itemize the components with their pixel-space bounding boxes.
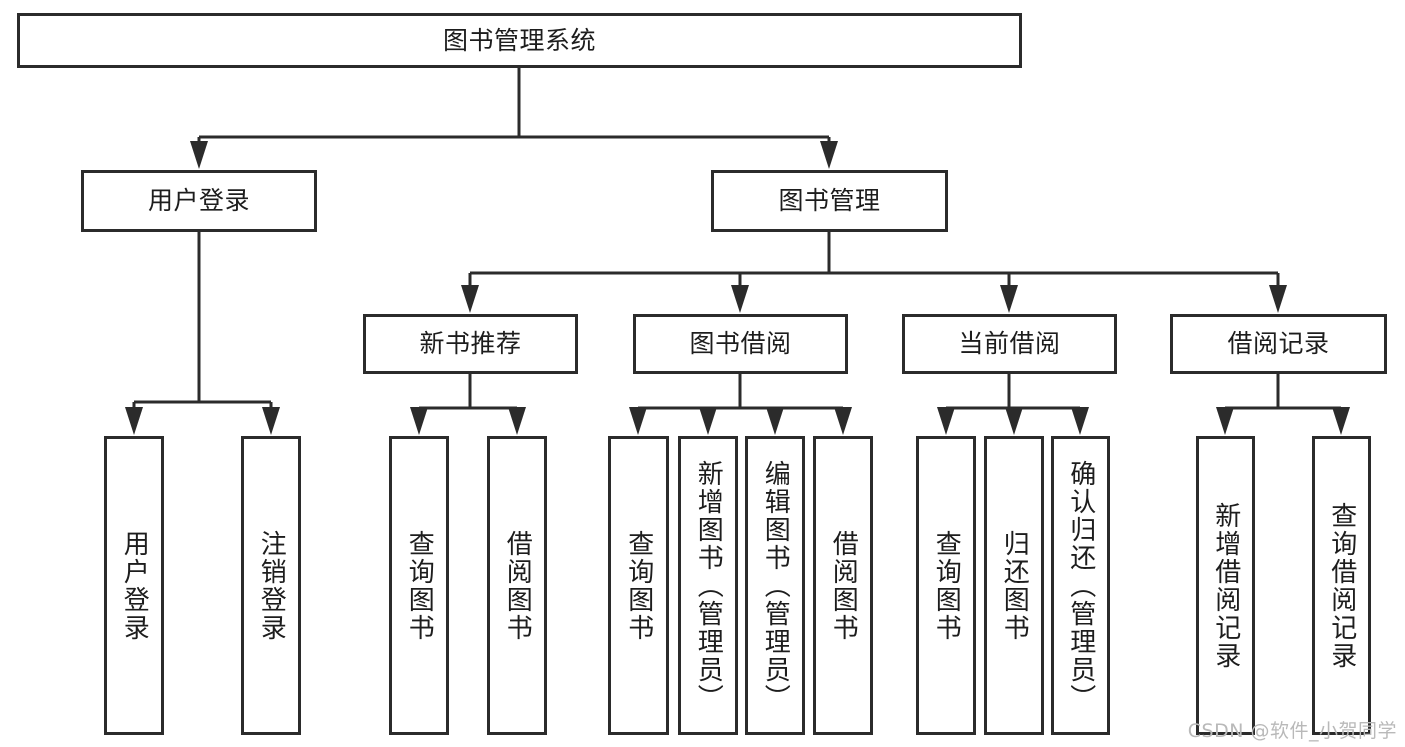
leaf-node: 编辑图书（管理员） <box>745 436 805 735</box>
arrowhead-icon <box>1071 407 1089 435</box>
arrowhead-icon <box>629 407 647 435</box>
arrowhead-icon <box>1005 407 1023 435</box>
node-label: 新增借阅记录 <box>1210 501 1241 670</box>
arrowhead-icon <box>1216 407 1234 435</box>
arrowhead-icon <box>937 407 955 435</box>
leaf-node: 归还图书 <box>984 436 1044 735</box>
root-node: 图书管理系统 <box>17 13 1022 68</box>
watermark-text: CSDN @软件_小贺同学 <box>1187 720 1397 742</box>
leaf-node: 新增借阅记录 <box>1196 436 1255 735</box>
leaf-node: 用户登录 <box>104 436 164 735</box>
node-label: 查询图书 <box>404 529 435 642</box>
arrowhead-icon <box>820 141 838 169</box>
leaf-node: 确认归还（管理员） <box>1051 436 1110 735</box>
level3-node: 图书借阅 <box>633 314 848 374</box>
arrowhead-icon <box>766 407 784 435</box>
arrowhead-icon <box>731 285 749 313</box>
node-label: 注销登录 <box>256 529 287 642</box>
node-label: 借阅图书 <box>828 529 859 642</box>
node-label: 归还图书 <box>999 529 1030 642</box>
node-label: 查询图书 <box>623 529 654 642</box>
arrowhead-icon <box>1332 407 1350 435</box>
node-label: 查询借阅记录 <box>1326 501 1357 670</box>
node-label: 编辑图书（管理员） <box>760 459 791 712</box>
leaf-node: 借阅图书 <box>813 436 873 735</box>
arrowhead-icon <box>410 407 428 435</box>
leaf-node: 查询图书 <box>389 436 449 735</box>
leaf-node: 借阅图书 <box>487 436 547 735</box>
node-label: 用户登录 <box>119 529 150 642</box>
level2-node: 用户登录 <box>81 170 317 232</box>
node-label: 新增图书（管理员） <box>693 459 724 712</box>
node-label: 借阅图书 <box>502 529 533 642</box>
level2-node: 图书管理 <box>711 170 948 232</box>
level3-node: 借阅记录 <box>1170 314 1387 374</box>
arrowhead-icon <box>834 407 852 435</box>
level3-node: 新书推荐 <box>363 314 578 374</box>
arrowhead-icon <box>262 407 280 435</box>
leaf-node: 注销登录 <box>241 436 301 735</box>
node-label: 查询图书 <box>931 529 962 642</box>
arrowhead-icon <box>125 407 143 435</box>
leaf-node: 新增图书（管理员） <box>678 436 738 735</box>
arrowhead-icon <box>699 407 717 435</box>
node-label: 确认归还（管理员） <box>1065 459 1096 712</box>
arrowhead-icon <box>508 407 526 435</box>
level3-node: 当前借阅 <box>902 314 1117 374</box>
leaf-node: 查询图书 <box>608 436 669 735</box>
leaf-node: 查询借阅记录 <box>1312 436 1371 735</box>
arrowhead-icon <box>461 285 479 313</box>
arrowhead-icon <box>1000 285 1018 313</box>
arrowhead-icon <box>190 141 208 169</box>
arrowhead-icon <box>1269 285 1287 313</box>
leaf-node: 查询图书 <box>916 436 976 735</box>
